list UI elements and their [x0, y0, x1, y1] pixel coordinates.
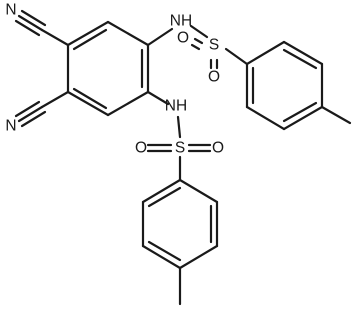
n-s-bond — [176, 115, 182, 139]
cyano-nitrogen-label: N — [5, 118, 16, 135]
ring-bond — [147, 240, 182, 262]
ring-bond — [141, 244, 182, 270]
ring-bond — [141, 178, 182, 204]
methyl-bond — [320, 105, 352, 125]
oxygen-atom-label: O — [135, 140, 147, 157]
cyano-triple-bond — [14, 19, 41, 37]
bonds — [14, 9, 352, 306]
s-o-double-bond — [190, 43, 201, 51]
ring-bond — [282, 40, 324, 66]
s-c-bond — [224, 47, 249, 66]
cyano-triple-bond — [17, 14, 44, 32]
ring-bond — [72, 28, 108, 51]
n-s-bond — [189, 24, 209, 39]
oxygen-atom-label: O — [177, 30, 189, 47]
cyano-triple-bond — [20, 9, 47, 27]
ring-bond — [282, 101, 318, 123]
ring-bond — [178, 178, 219, 204]
ring-bond — [106, 90, 150, 117]
c-n-bond — [146, 90, 170, 106]
sulfur-atom-label: S — [175, 140, 185, 157]
amine-nh-label: NH — [165, 98, 187, 115]
ring-bond — [72, 87, 108, 110]
atom-labels: N N NH NH S S O O O O — [5, 2, 224, 157]
cyano-bond — [40, 28, 70, 47]
cyano-triple-bond — [14, 100, 41, 118]
ring-bond — [66, 20, 110, 47]
cyano-bond — [40, 90, 70, 109]
cyano-nitrogen-label: N — [5, 2, 16, 19]
oxygen-atom-label: O — [208, 69, 220, 86]
c-n-bond — [146, 27, 174, 47]
ring-bond — [245, 105, 286, 131]
sulfur-atom-label: S — [209, 37, 219, 54]
s-o-double-bond — [193, 37, 204, 45]
ring-bond — [282, 48, 318, 70]
ring-bond — [106, 20, 150, 47]
amine-nh-label: NH — [170, 13, 192, 30]
ring-bond — [147, 186, 182, 208]
oxygen-atom-label: O — [212, 140, 224, 157]
ring-bond — [245, 40, 286, 66]
cyano-triple-bond — [20, 110, 47, 128]
ring-bond — [66, 90, 110, 117]
cyano-triple-bond — [17, 105, 44, 123]
ring-bond — [178, 244, 219, 270]
ring-bond — [282, 105, 324, 131]
